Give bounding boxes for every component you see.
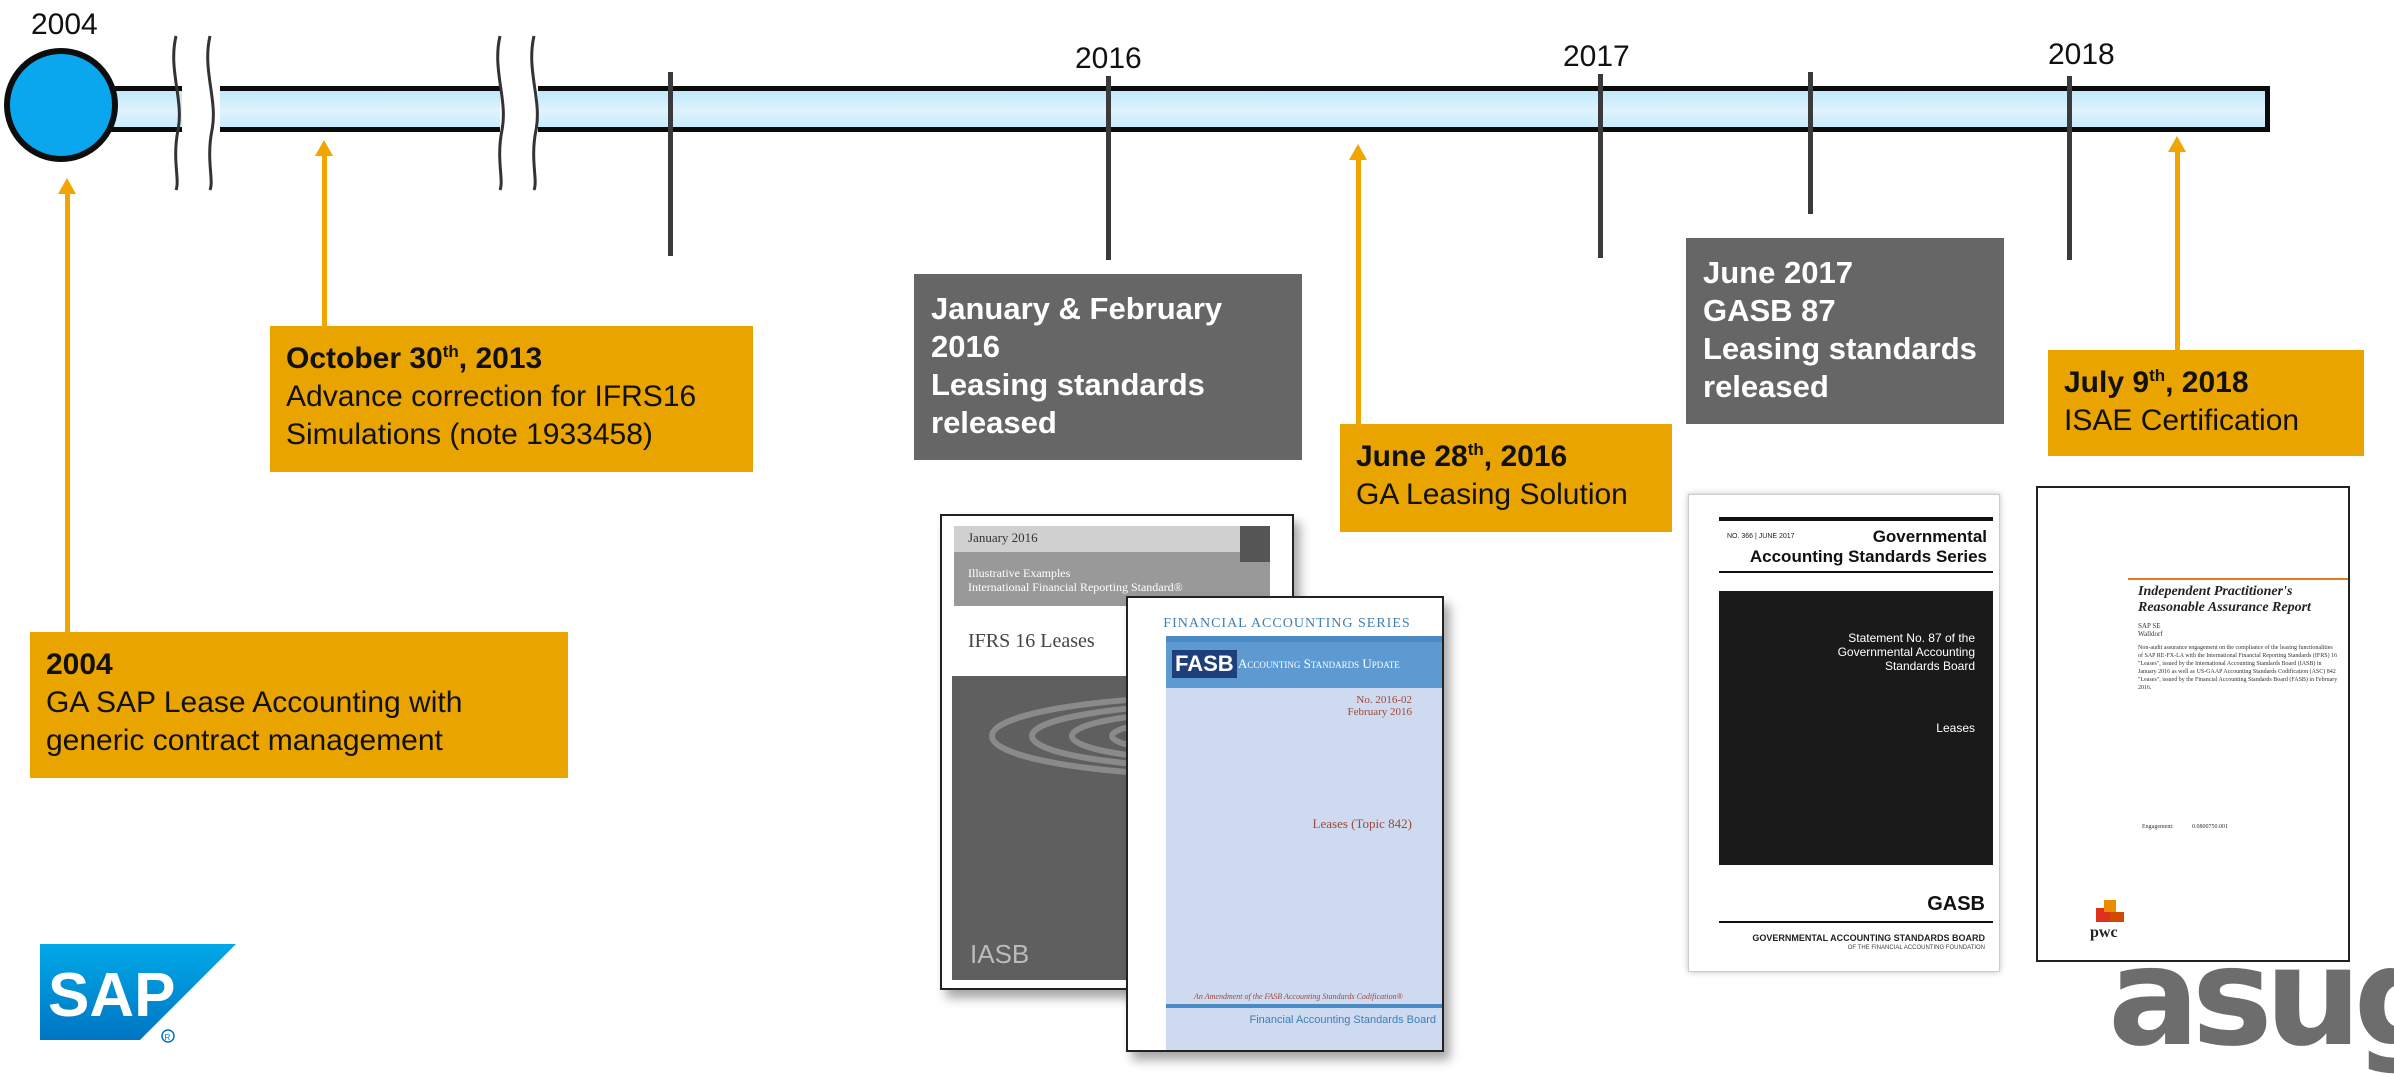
milestone-title: June 28th, 2016 [1356, 440, 1568, 473]
ifrs-subtitle: Illustrative Examples [968, 566, 1071, 580]
milestone-text: ISAE Certification [2064, 404, 2300, 437]
milestone-oct-2013: October 30th, 2013 Advance correction fo… [270, 326, 753, 472]
fasb-document-cover: FINANCIAL ACCOUNTING SERIES FASB Account… [1126, 596, 1444, 1052]
milestone-title: 2004 [46, 648, 113, 681]
milestone-text: January & February [931, 291, 1223, 326]
pwc-engagement-number: 0.0800750.001 [2192, 824, 2228, 830]
milestone-text: June 2017 [1703, 255, 1853, 290]
pwc-logo: pwc [2090, 924, 2118, 941]
gasb-logo: GASB [1927, 893, 1985, 915]
timeline-bar [60, 86, 2270, 132]
year-label-2004: 2004 [31, 8, 98, 41]
pwc-body: Non-audit assurance engagement on the co… [2138, 645, 2338, 691]
svg-text:SAP: SAP [48, 961, 175, 1030]
year-label-2017: 2017 [1563, 40, 1630, 73]
milestone-text: Leasing standards [931, 367, 1205, 402]
fasb-logo: FASB [1172, 650, 1237, 678]
asug-logo: asug [2108, 919, 2394, 1077]
milestone-title: July 9th, 2018 [2064, 366, 2249, 399]
gasb-series: Accounting Standards Series [1749, 547, 1987, 566]
timeline-tick [1106, 76, 1111, 260]
milestone-text: Simulations (note 1933458) [286, 418, 653, 451]
svg-text:R: R [165, 1033, 171, 1042]
milestone-june-2016: June 28th, 2016 GA Leasing Solution [1340, 424, 1672, 532]
gasb-statement: Statement No. 87 of the [1848, 631, 1975, 645]
milestone-text: released [1703, 369, 1829, 404]
fasb-board: Financial Accounting Standards Board [1249, 1014, 1436, 1026]
timeline-tick [1598, 74, 1603, 258]
iasb-logo: IASB [970, 939, 1030, 969]
timeline-start-circle [4, 48, 118, 162]
gasb-board: GOVERNMENTAL ACCOUNTING STANDARDS BOARD [1752, 933, 1985, 943]
fasb-date: February 2016 [1347, 706, 1412, 718]
milestone-text: generic contract management [46, 724, 443, 757]
milestone-text: GASB 87 [1703, 293, 1836, 328]
timeline-tick [2067, 76, 2072, 260]
milestone-text: Leasing standards [1703, 331, 1977, 366]
arrow-shaft [322, 154, 327, 326]
arrow-shaft [2175, 150, 2180, 350]
milestone-title: October 30th, 2013 [286, 342, 543, 375]
milestone-july-2018: July 9th, 2018 ISAE Certification [2048, 350, 2364, 456]
milestone-jan-feb-2016: January & February 2016 Leasing standard… [914, 274, 1302, 460]
ifrs-title: IFRS 16 Leases [968, 630, 1095, 652]
gasb-statement: Governmental Accounting [1837, 645, 1975, 659]
fasb-number: No. 2016-02 [1356, 694, 1412, 706]
fasb-title: Leases (Topic 842) [1312, 816, 1412, 831]
arrow-shaft [65, 192, 70, 632]
pwc-report-title: Independent Practitioner's [2138, 584, 2293, 599]
pwc-assurance-report: Independent Practitioner's Reasonable As… [2036, 486, 2350, 962]
sap-logo: SAP R [40, 944, 236, 1043]
arrow-up-icon [58, 178, 76, 194]
year-label-2018: 2018 [2048, 38, 2115, 71]
pwc-logo-icon [2096, 900, 2124, 922]
arrow-up-icon [1349, 144, 1367, 160]
arrow-up-icon [315, 140, 333, 156]
milestone-2004: 2004 GA SAP Lease Accounting with generi… [30, 632, 568, 778]
milestone-text: Advance correction for IFRS16 [286, 380, 697, 413]
pwc-report-title: Reasonable Assurance Report [2138, 600, 2311, 615]
fasb-update: Accounting Standards Update [1238, 656, 1400, 671]
gasb-statement: Standards Board [1884, 659, 1975, 673]
gasb-number: NO. 366 | JUNE 2017 [1727, 533, 1795, 540]
fasb-amendment: An Amendment of the FASB Accounting Stan… [1194, 992, 1403, 1001]
fasb-series: FINANCIAL ACCOUNTING SERIES [1163, 616, 1411, 631]
ifrs-subtitle: International Financial Reporting Standa… [968, 580, 1183, 594]
arrow-up-icon [2168, 136, 2186, 152]
milestone-text: GA SAP Lease Accounting with [46, 686, 463, 719]
milestone-june-2017: June 2017 GASB 87 Leasing standards rele… [1686, 238, 2004, 424]
gasb-foundation: OF THE FINANCIAL ACCOUNTING FOUNDATION [1847, 945, 1985, 951]
gasb-series: Governmental [1872, 527, 1987, 546]
milestone-text: GA Leasing Solution [1356, 478, 1628, 511]
timeline-break-marks [172, 35, 539, 191]
year-label-2016: 2016 [1075, 42, 1142, 75]
timeline-tick [1808, 72, 1813, 214]
milestone-text: 2016 [931, 329, 1000, 364]
ifrs-date: January 2016 [968, 530, 1038, 545]
gasb87-document-cover: NO. 366 | JUNE 2017 Governmental Account… [1688, 494, 2000, 972]
gasb-leases: Leases [1936, 721, 1975, 735]
milestone-text: released [931, 405, 1057, 440]
pwc-engagement-label: Engagement: [2142, 824, 2174, 830]
pwc-client-city: Walldorf [2138, 630, 2163, 638]
pwc-client: SAP SE [2138, 622, 2161, 630]
timeline-tick [668, 72, 673, 256]
arrow-shaft [1356, 158, 1361, 424]
